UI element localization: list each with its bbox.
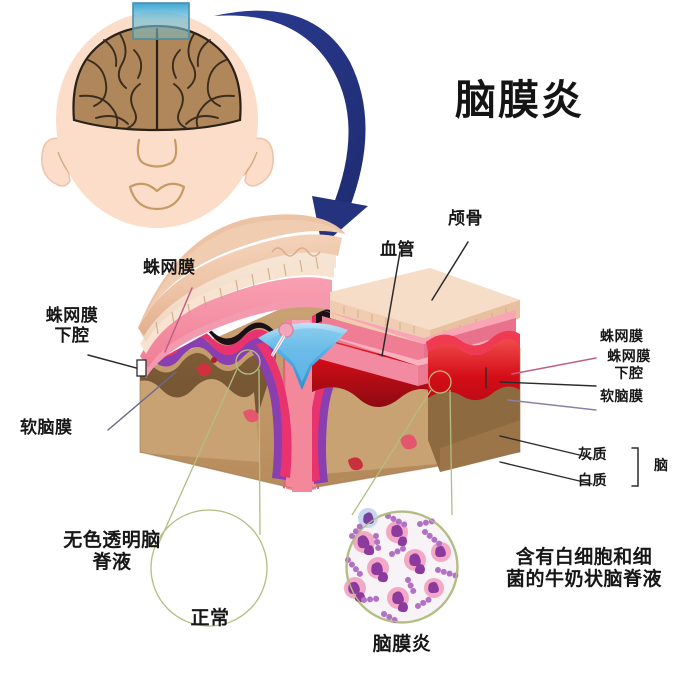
label-brain-bracket: 脑 — [654, 459, 669, 474]
magnifier-callouts — [150, 349, 459, 627]
label-arachnoid-top: 蛛网膜 — [143, 258, 196, 277]
page-title: 脑膜炎 — [455, 77, 584, 123]
label-meningitis-caption: 脑膜炎 — [372, 634, 432, 655]
label-arachnoid-right: 蛛网膜 — [600, 330, 644, 345]
label-blood-vessel: 血管 — [380, 240, 415, 259]
label-pia-right: 软脑膜 — [600, 390, 644, 405]
label-skull: 颅骨 — [448, 209, 483, 228]
white-blood-cells — [344, 508, 451, 613]
cortex-selection-box — [132, 2, 190, 40]
label-subarachnoid-left: 蛛网膜 下腔 — [45, 306, 99, 346]
label-normal-csf: 无色透明脑 脊液 — [63, 530, 161, 574]
leader-lines — [87, 241, 639, 487]
label-pia-left: 软脑膜 — [20, 418, 73, 437]
infected-csf-contents — [344, 508, 459, 623]
pointer-arrow — [214, 10, 368, 246]
infant-head-figure — [41, 12, 274, 228]
label-white-matter: 白质 — [578, 474, 607, 489]
label-normal-caption: 正常 — [190, 608, 230, 629]
label-infected-csf: 含有白细胞和细 菌的牛奶状脑脊液 — [505, 547, 662, 591]
label-subarachnoid-right: 蛛网膜 下腔 — [607, 350, 651, 382]
label-gray-matter: 灰质 — [578, 448, 607, 463]
meninges-block — [138, 214, 521, 492]
